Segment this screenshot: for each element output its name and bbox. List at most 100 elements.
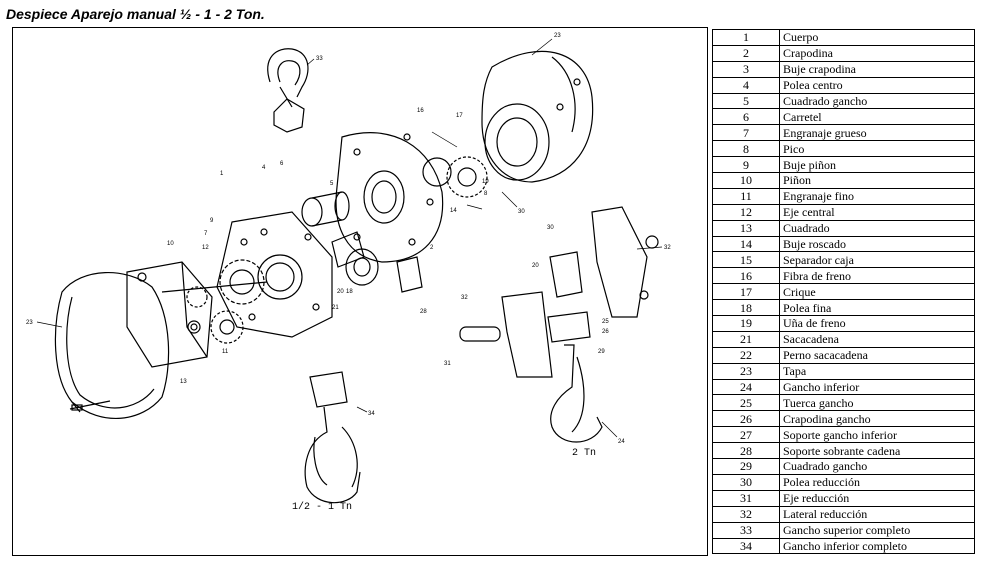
part-number: 29: [712, 458, 780, 475]
part-number: 16: [712, 267, 780, 285]
part-number: 27: [712, 426, 780, 444]
callout-18: 18: [346, 289, 353, 295]
part-number: 21: [712, 330, 780, 348]
part-description: Carretel: [779, 108, 975, 126]
part-description: Uña de freno: [779, 315, 975, 332]
callout-5: 5: [330, 181, 334, 187]
part-number: 9: [712, 156, 780, 174]
part-number: 7: [712, 124, 780, 142]
part-description: Buje crapodina: [779, 60, 975, 78]
ratchet-drawing: [422, 156, 488, 198]
callout-12: 12: [202, 245, 209, 251]
callout-2: 2: [430, 245, 434, 251]
part-number: 19: [712, 315, 780, 332]
part-number: 18: [712, 299, 780, 317]
callout-33: 33: [316, 56, 323, 62]
part-number: 26: [712, 410, 780, 428]
part-number: 28: [712, 442, 780, 460]
main-housing-drawing: [481, 50, 594, 183]
page-title: Despiece Aparejo manual ½ - 1 - 2 Ton.: [6, 6, 265, 22]
part-description: Lateral reducción: [779, 505, 975, 523]
part-number: 2: [712, 44, 780, 62]
cover-drawing: [54, 271, 170, 420]
part-number: 33: [712, 521, 780, 539]
small-hook-drawing: [304, 371, 361, 504]
part-number: 8: [712, 140, 780, 158]
part-description: Buje piñon: [779, 156, 975, 174]
callout-32: 32: [664, 245, 671, 251]
part-description: Separador caja: [779, 251, 975, 269]
part-number: 5: [712, 92, 780, 110]
callout-24: 24: [618, 439, 625, 445]
callout-21: 20: [337, 289, 344, 295]
part-number: 31: [712, 489, 780, 507]
part-description: Pico: [779, 140, 975, 158]
part-description: Cuadrado gancho: [779, 92, 975, 110]
part-description: Perno sacacadena: [779, 346, 975, 364]
part-description: Sacacadena: [779, 330, 975, 348]
callout-6: 6: [280, 161, 284, 167]
leader-lines: [36, 38, 663, 438]
part-description: Gancho inferior: [779, 378, 975, 396]
second-plate-drawing: [335, 132, 444, 263]
callout-30: 30: [518, 209, 525, 215]
callout-16: 16: [417, 108, 424, 114]
part-description: Polea reducción: [779, 473, 975, 491]
part-description: Cuerpo: [779, 29, 975, 46]
part-description: Gancho inferior completo: [779, 537, 975, 555]
part-description: Engranaje fino: [779, 187, 975, 205]
part-description: Crique: [779, 283, 975, 301]
part-description: Crapodina: [779, 44, 975, 62]
part-description: Fibra de freno: [779, 267, 975, 285]
callout-23-top: 23: [554, 33, 561, 39]
part-number: 34: [712, 537, 780, 555]
callout-32-b: 32: [461, 295, 468, 301]
callout-22: 21: [332, 305, 339, 311]
callout-14: 14: [450, 208, 457, 214]
part-number: 14: [712, 235, 780, 253]
part-description: Engranaje grueso: [779, 124, 975, 142]
top-hook-drawing: [267, 48, 309, 133]
callout-20: 20: [532, 263, 539, 269]
part-number: 32: [712, 505, 780, 523]
part-number: 10: [712, 172, 780, 189]
part-description: Cuadrado: [779, 219, 975, 237]
callout-26: 26: [602, 329, 609, 335]
part-number: 4: [712, 76, 780, 94]
callout-28: 28: [420, 309, 427, 315]
part-description: Tapa: [779, 362, 975, 380]
diagram-frame: [12, 27, 708, 556]
part-number: 24: [712, 378, 780, 396]
callout-34: 34: [368, 411, 375, 417]
callout-7: 7: [204, 231, 208, 237]
part-number: 1: [712, 29, 780, 46]
part-description: Eje reducción: [779, 489, 975, 507]
body-plate-drawing: [216, 211, 333, 338]
callout-23-left: 23: [26, 320, 33, 326]
